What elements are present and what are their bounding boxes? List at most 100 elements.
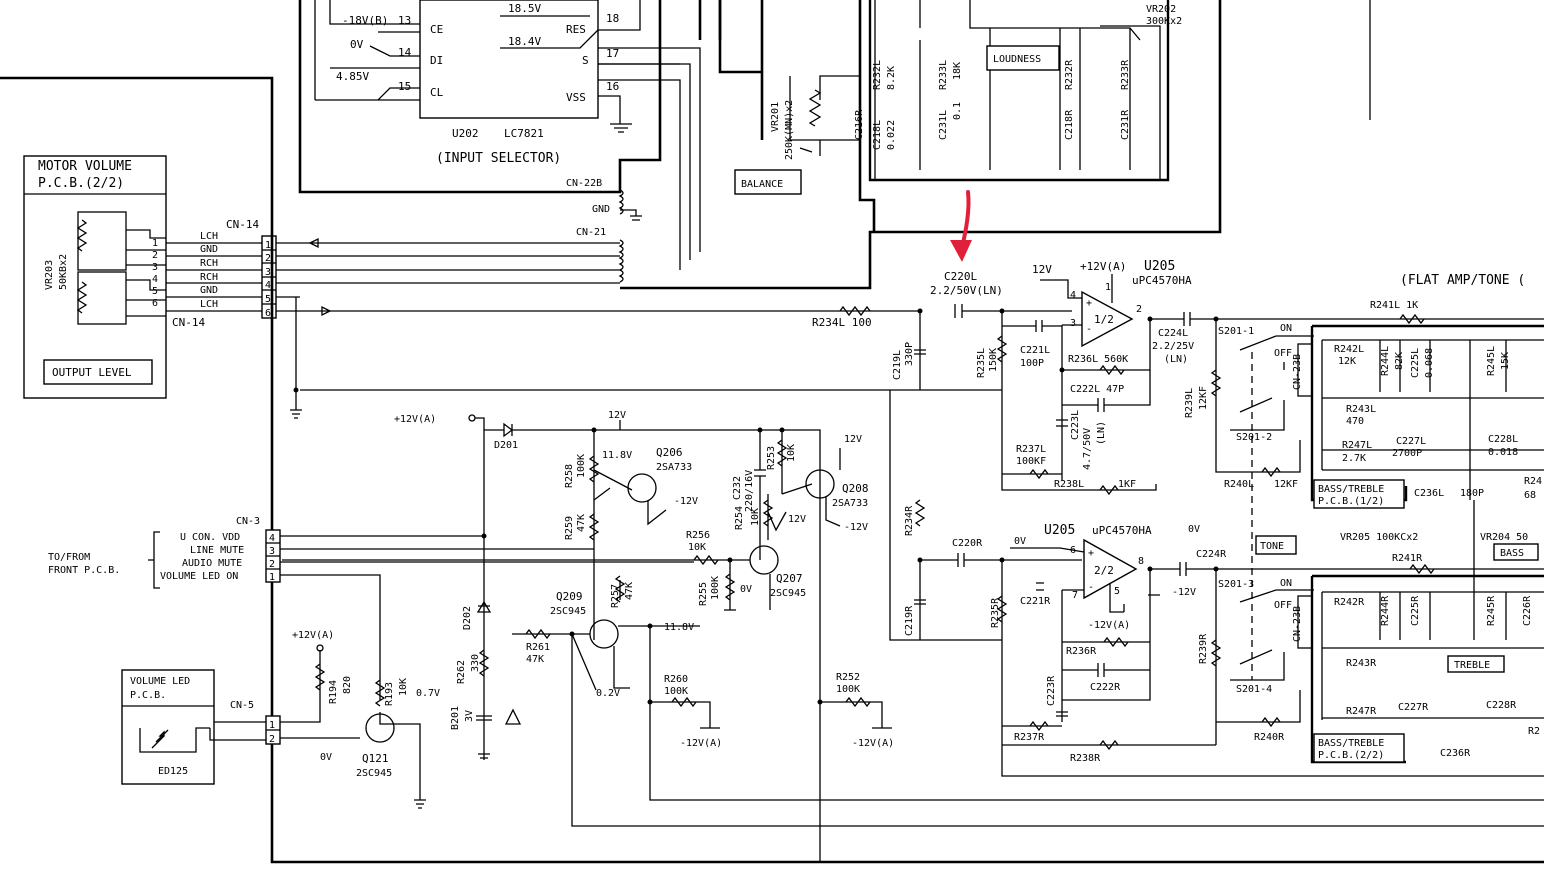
svg-text:-12V(A): -12V(A) <box>680 738 722 749</box>
svg-text:+: + <box>1086 298 1092 309</box>
r234r-label: R234R <box>904 505 915 536</box>
r242r-label: R242R <box>1334 597 1365 608</box>
svg-text:0.2V: 0.2V <box>596 688 620 699</box>
svg-text:GND: GND <box>200 244 218 255</box>
opamp-left-rail: 12V <box>1032 263 1052 276</box>
bt-pcb-1-title: BASS/TREBLE <box>1318 484 1384 495</box>
svg-text:-: - <box>1088 582 1094 593</box>
right-channel-stage: R234R C220R C219R R235R 2/2 + - 6 7 8 5 … <box>889 390 1544 777</box>
svg-text:6: 6 <box>152 298 158 309</box>
svg-text:LCH: LCH <box>200 231 218 242</box>
svg-text:7: 7 <box>1072 590 1078 601</box>
svg-text:0V: 0V <box>1014 536 1026 547</box>
svg-text:11.8V: 11.8V <box>664 622 694 633</box>
cn5-label: CN-5 <box>230 700 254 711</box>
r235l-value: 150K <box>988 348 999 372</box>
u-con-vdd-label: U CON. VDD <box>180 532 240 543</box>
svg-text:4: 4 <box>269 533 275 544</box>
svg-text:12V: 12V <box>788 514 806 525</box>
svg-text:R262: R262 <box>456 660 467 684</box>
svg-text:R233R: R233R <box>1120 59 1131 90</box>
bass-label: BASS <box>1500 548 1524 559</box>
tone-box <box>1255 535 1297 555</box>
opamp-left-supply: +12V(A) <box>1080 260 1126 273</box>
c227l-label: C227L <box>1396 436 1426 447</box>
balance-label: BALANCE <box>741 179 783 190</box>
output-level-box <box>43 359 153 385</box>
svg-text:82K: 82K <box>1394 352 1405 370</box>
balance-label-box <box>734 169 802 195</box>
svg-text:R257: R257 <box>610 584 621 608</box>
svg-text:1: 1 <box>1105 282 1111 293</box>
motor-volume-pcb: MOTOR VOLUME P.C.B.(2/2) VR203 50KBx2 OU… <box>23 155 167 399</box>
svg-text:15K: 15K <box>1500 352 1511 370</box>
line-mute-label: LINE MUTE <box>190 545 244 556</box>
svg-text:OFF: OFF <box>1274 348 1292 359</box>
svg-text:14: 14 <box>398 46 412 59</box>
svg-text:R254: R254 <box>734 506 745 530</box>
svg-text:R261: R261 <box>526 642 550 653</box>
svg-text:10K: 10K <box>786 444 797 462</box>
cn22b-cn21-connectors: CN-22B GND CN-21 <box>566 178 642 283</box>
svg-text:ON: ON <box>1280 578 1292 589</box>
svg-text:470: 470 <box>1346 416 1364 427</box>
svg-text:15: 15 <box>398 80 411 93</box>
svg-text:16: 16 <box>606 80 619 93</box>
u202-part: LC7821 <box>504 127 544 140</box>
r234l-label: R234L 100 <box>812 316 872 329</box>
svg-text:100K: 100K <box>664 686 688 697</box>
vr202-ref: VR202 <box>1146 4 1176 15</box>
r247r-label: R247R <box>1346 706 1377 717</box>
svg-text:R193: R193 <box>384 682 395 706</box>
volume-led-pcb: VOLUME LED P.C.B. ED125 CN-5 1 2 +12V(A)… <box>121 630 440 809</box>
svg-text:2700P: 2700P <box>1392 448 1422 459</box>
svg-text:2SA733: 2SA733 <box>832 498 868 509</box>
c221l-label: C221L <box>1020 345 1050 356</box>
svg-text:17: 17 <box>606 47 619 60</box>
c220l-label: C220L <box>944 270 977 283</box>
cn14-label-top: CN-14 <box>226 218 259 231</box>
svg-text:5: 5 <box>1114 586 1120 597</box>
cn21-label: CN-21 <box>576 227 606 238</box>
r237r-label: R237R <box>1014 732 1045 743</box>
svg-text:100K: 100K <box>836 684 860 695</box>
c220l-value: 2.2/50V(LN) <box>930 284 1003 297</box>
svg-text:-12V: -12V <box>844 522 868 533</box>
svg-text:330: 330 <box>470 654 481 672</box>
svg-text:R24: R24 <box>1524 476 1542 487</box>
svg-text:C231R: C231R <box>1120 109 1131 140</box>
u205-right-name: U205 <box>1044 523 1075 538</box>
opamp-right-half: 2/2 <box>1094 564 1114 577</box>
svg-text:4: 4 <box>1070 290 1076 301</box>
svg-text:4: 4 <box>265 280 271 291</box>
svg-text:R259: R259 <box>564 516 575 540</box>
warning-triangle-icon <box>504 708 522 725</box>
svg-text:5: 5 <box>265 294 271 305</box>
vr203-value: 50KBx2 <box>58 254 69 290</box>
c236l-label: C236L <box>1414 488 1444 499</box>
svg-text:2: 2 <box>152 250 158 261</box>
svg-text:R232L: R232L <box>872 60 883 90</box>
svg-text:6: 6 <box>265 308 271 319</box>
svg-text:47K: 47K <box>624 582 635 600</box>
svg-text:12V: 12V <box>844 434 862 445</box>
svg-text:R256: R256 <box>686 530 710 541</box>
svg-text:R255: R255 <box>698 582 709 606</box>
svg-text:4.85V: 4.85V <box>336 70 369 83</box>
loudness-label-box <box>986 45 1060 71</box>
loudness-label: LOUDNESS <box>993 54 1041 65</box>
svg-text:D202: D202 <box>462 606 473 630</box>
r237l-label: R237L <box>1016 444 1046 455</box>
svg-text:8: 8 <box>1138 556 1144 567</box>
svg-text:3: 3 <box>265 267 271 278</box>
svg-text:100K: 100K <box>710 576 721 600</box>
svg-text:(LN): (LN) <box>1096 421 1107 445</box>
svg-text:P.C.B.: P.C.B. <box>130 690 166 701</box>
audio-mute-label: AUDIO MUTE <box>182 558 242 569</box>
cn3-label: CN-3 <box>236 516 260 527</box>
bt-pcb-2-title: BASS/TREBLE <box>1318 738 1384 749</box>
svg-text:47K: 47K <box>526 654 544 665</box>
svg-text:OFF: OFF <box>1274 600 1292 611</box>
r237l-value: 100KF <box>1016 456 1046 467</box>
